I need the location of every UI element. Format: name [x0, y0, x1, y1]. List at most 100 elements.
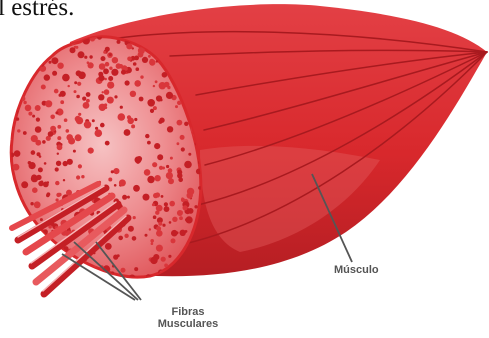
fiber-dot: [104, 103, 107, 106]
fiber-dot: [68, 85, 70, 87]
fiber-dot: [154, 143, 160, 149]
fiber-dot: [147, 99, 155, 107]
fiber-dot: [172, 217, 177, 222]
fiber-dot: [109, 53, 112, 56]
fiber-dot: [99, 63, 106, 70]
fiber-dot: [151, 242, 154, 245]
fiber-dot: [79, 267, 83, 271]
fiber-dot: [13, 94, 16, 97]
fiber-dot: [166, 172, 173, 179]
fibers-label-line-2: Musculares: [135, 318, 241, 330]
fiber-dot: [153, 215, 157, 219]
fiber-dot: [177, 170, 182, 175]
fiber-dot: [133, 216, 136, 219]
fiber-dot: [118, 113, 126, 121]
fiber-dot: [16, 117, 19, 120]
fiber-dot: [61, 40, 64, 43]
fiber-dot: [37, 35, 43, 41]
fiber-dot: [127, 118, 134, 125]
fiber-dot: [155, 192, 160, 197]
fiber-dot: [161, 195, 164, 198]
fiber-dot: [16, 266, 23, 273]
fiber-dot: [19, 66, 24, 71]
fiber-dot: [138, 52, 144, 58]
fiber-dot: [12, 96, 19, 103]
fiber-dot: [78, 164, 82, 168]
fiber-dot: [10, 57, 16, 63]
fiber-dot: [119, 179, 126, 186]
fiber-dot: [137, 156, 143, 162]
fiber-dot: [159, 166, 163, 170]
fiber-dot: [177, 210, 183, 216]
fiber-dot: [35, 140, 41, 146]
fiber-dot: [121, 70, 126, 75]
fiber-dot: [150, 239, 154, 243]
fiber-dot: [76, 95, 80, 99]
fiber-dot: [122, 195, 127, 200]
fiber-dot: [22, 257, 28, 263]
fiber-dot: [21, 40, 27, 46]
fiber-dot: [34, 63, 37, 66]
fiber-dot: [49, 61, 52, 64]
fiber-dot: [127, 57, 132, 62]
fiber-dot: [142, 57, 148, 63]
fiber-dot: [131, 124, 135, 128]
fiber-dot: [134, 80, 141, 87]
fiber-dot: [168, 178, 174, 184]
fiber-dot: [11, 187, 14, 190]
fiber-dot: [57, 62, 63, 68]
fiber-dot: [26, 70, 29, 73]
fiber-dot: [181, 197, 184, 200]
fiber-dot: [31, 150, 36, 155]
fiber-dot: [32, 187, 38, 193]
fiber-dot: [108, 277, 112, 281]
fiber-dot: [13, 164, 20, 171]
fiber-dot: [59, 94, 62, 97]
fiber-dot: [166, 165, 169, 168]
fiber-dot: [162, 276, 165, 279]
fiber-dot: [41, 85, 46, 90]
fiber-dot: [75, 134, 82, 141]
fiber-dot: [103, 68, 109, 74]
fiber-dot: [168, 168, 173, 173]
fiber-dot: [11, 215, 18, 222]
fiber-dot: [84, 56, 87, 59]
fiber-dot: [143, 194, 150, 201]
fiber-dot: [183, 205, 188, 210]
fiber-dot: [73, 150, 76, 153]
fiber-dot: [147, 176, 154, 183]
fiber-dot: [185, 277, 188, 280]
fiber-dot: [26, 73, 31, 78]
fiber-dot: [60, 100, 64, 104]
fiber-dot: [23, 48, 27, 52]
fiber-dot: [76, 175, 80, 179]
fiber-dot: [14, 150, 21, 157]
fiber-dot: [157, 154, 163, 160]
fiber-dot: [45, 100, 52, 107]
fiber-dot: [95, 129, 103, 137]
fiber-dot: [104, 106, 107, 109]
fiber-dot: [55, 111, 58, 114]
fiber-dot: [23, 276, 25, 278]
fiber-dot: [88, 148, 94, 154]
fiber-dot: [152, 162, 157, 167]
fiber-dot: [156, 60, 158, 62]
fiber-dot: [156, 245, 163, 252]
fiber-dot: [12, 39, 15, 42]
fiber-dot: [118, 236, 123, 241]
fiber-dot: [101, 56, 106, 61]
fiber-dot: [75, 116, 81, 122]
fiber-dot: [133, 62, 137, 66]
fiber-dot: [55, 181, 59, 185]
fiber-dot: [38, 41, 42, 45]
fiber-dot: [154, 175, 160, 181]
fiber-dot: [57, 144, 63, 150]
fiber-dot: [34, 201, 41, 208]
fiber-dot: [155, 80, 158, 83]
fiber-dot: [56, 193, 60, 197]
fiber-dot: [41, 33, 48, 40]
fiber-dot: [184, 161, 192, 169]
fiber-dot: [17, 129, 20, 132]
fiber-dot: [36, 175, 41, 180]
